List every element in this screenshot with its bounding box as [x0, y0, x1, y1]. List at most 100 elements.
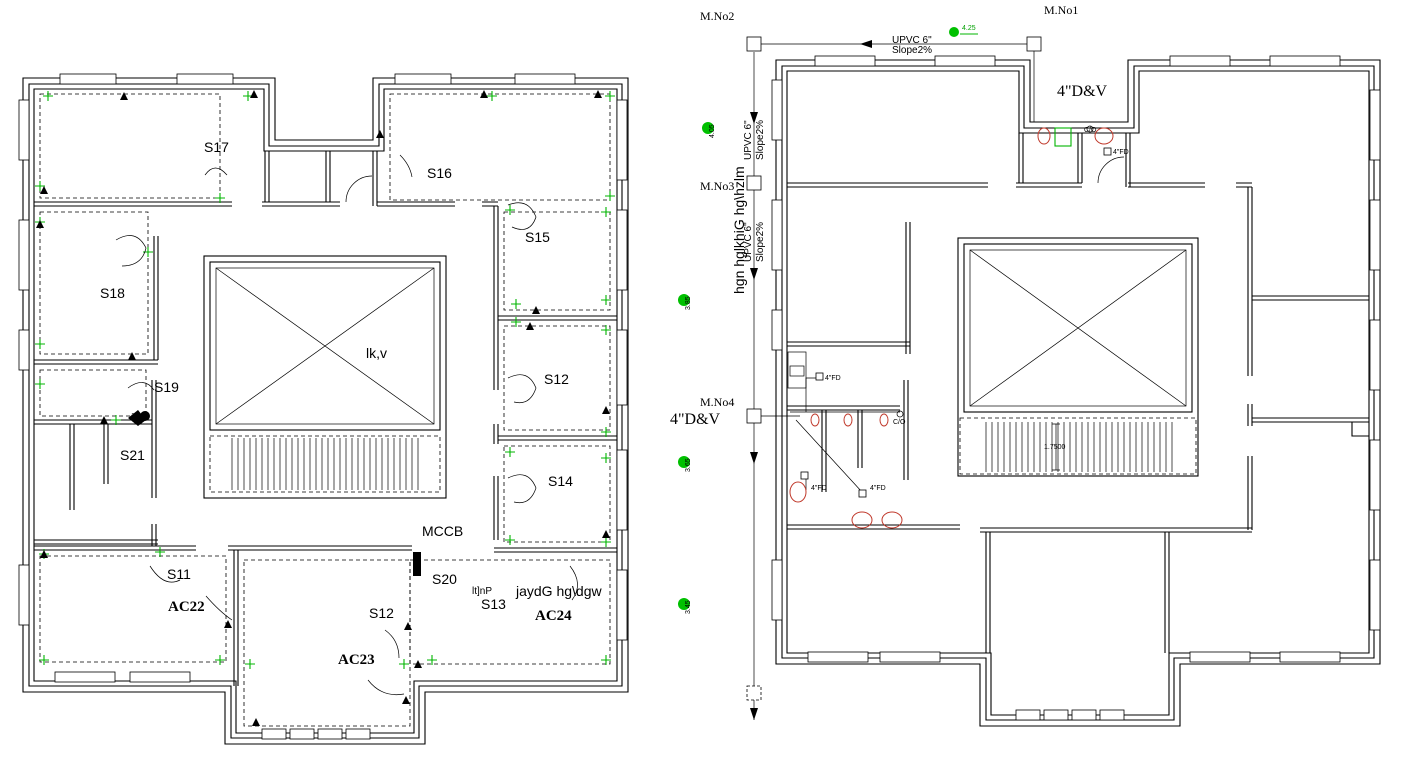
- outlet-symbol: [532, 306, 540, 314]
- interior-wall: [1236, 182, 1252, 188]
- window: [1279, 651, 1341, 663]
- level-label: 4.05: [709, 124, 716, 138]
- floor-drain-label: 4"FD: [1113, 149, 1129, 156]
- manhole-label: M.No2: [700, 9, 734, 23]
- light-fixture-group: [35, 91, 615, 669]
- light-fixture: [487, 91, 497, 101]
- courtyard-outline: [957, 237, 1199, 477]
- marker-label: 1: [131, 413, 135, 420]
- interior-wall: [233, 550, 239, 686]
- window: [814, 55, 876, 67]
- light-fixture: [601, 655, 611, 665]
- annotation-text: lt]nP: [472, 586, 492, 597]
- switch-arc: [507, 202, 537, 230]
- level-marker: [949, 27, 959, 37]
- mccb-panel: [413, 552, 421, 576]
- floor-drain: [800, 471, 809, 480]
- outlet-symbol: [120, 92, 128, 100]
- courtyard-outline: [203, 255, 447, 499]
- window: [129, 671, 191, 683]
- interior-wall: [498, 435, 617, 441]
- interior-wall: [1351, 422, 1369, 437]
- outlet-symbol: [36, 220, 44, 228]
- switch-arc: [507, 474, 537, 504]
- light-fixture: [399, 659, 409, 669]
- plumbing-floor-plan: 1.7500: [670, 3, 1381, 727]
- courtyard-void-cross: [969, 249, 1187, 407]
- window: [771, 559, 783, 621]
- window: [18, 564, 30, 626]
- window: [771, 79, 783, 141]
- interior-wall: [34, 201, 232, 207]
- switch-label: S16: [427, 165, 452, 181]
- window: [54, 671, 116, 683]
- window: [616, 209, 628, 291]
- light-fixture: [511, 317, 521, 327]
- outlet-symbol: [594, 90, 602, 98]
- interior-wall: [1252, 295, 1369, 301]
- window: [616, 329, 628, 406]
- cleanout-label: C/O: [893, 419, 906, 426]
- window: [317, 728, 343, 740]
- window: [59, 73, 117, 85]
- interior-wall: [985, 532, 991, 653]
- circuit-outline: [503, 445, 611, 543]
- switch-label: S14: [548, 473, 573, 489]
- interior-wall: [69, 424, 75, 510]
- interior-wall: [498, 315, 617, 321]
- interior-wall: [1247, 456, 1253, 530]
- switch-arc: [367, 679, 405, 696]
- interior-wall: [905, 222, 911, 354]
- window: [1369, 89, 1381, 161]
- window: [394, 73, 452, 85]
- light-fixture: [601, 537, 611, 547]
- pipe-spec: UPVC 6": [743, 222, 754, 262]
- interior-wall: [1247, 404, 1253, 426]
- pipe-spec: UPVC 6": [892, 35, 932, 46]
- interior-wall: [151, 524, 157, 546]
- ac-label: AC24: [535, 608, 572, 624]
- interior-wall: [494, 547, 617, 553]
- flow-arrow: [750, 112, 758, 124]
- interior-wall: [493, 424, 499, 444]
- interior-wall: [103, 424, 109, 484]
- switch-arc: [204, 167, 228, 176]
- outlet-symbol: [40, 550, 48, 558]
- outlet-symbol: [128, 352, 136, 360]
- window: [1269, 55, 1341, 67]
- window: [1369, 439, 1381, 511]
- outlet-symbol: [526, 322, 534, 330]
- flow-arrow: [750, 708, 758, 720]
- circuit-outline: [243, 559, 411, 727]
- flow-arrow: [750, 452, 758, 464]
- outlet-symbol: [480, 90, 488, 98]
- light-fixture: [35, 339, 45, 349]
- window: [771, 199, 783, 271]
- circuit-outline: [409, 559, 611, 665]
- outlet-symbol: [224, 620, 232, 628]
- interior-wall: [1164, 532, 1170, 653]
- circuit-outline: [503, 325, 611, 431]
- level-marker: [678, 598, 690, 610]
- circuit-outline: [39, 93, 221, 199]
- pipe-spec: Slope2%: [892, 45, 932, 56]
- interior-wall: [1077, 133, 1083, 183]
- socket-symbol: [128, 410, 146, 426]
- staircase-outline: [959, 417, 1197, 475]
- circuit-outline: [39, 211, 149, 355]
- outlet-symbol: [250, 90, 258, 98]
- switch-label: S20: [432, 571, 457, 587]
- level-marker: [678, 294, 690, 306]
- window: [616, 99, 628, 181]
- outlet-symbol: [402, 696, 410, 704]
- window: [289, 728, 315, 740]
- light-fixture: [601, 207, 611, 217]
- light-fixture: [43, 91, 53, 101]
- outer-wall: [22, 77, 629, 745]
- pipe-spec: UPVC 6": [743, 120, 754, 160]
- interior-wall: [1125, 133, 1131, 187]
- manhole-m3: [746, 175, 762, 191]
- manhole-label: M.No3: [700, 179, 734, 193]
- light-fixture: [601, 427, 611, 437]
- ac-label: AC22: [168, 599, 205, 615]
